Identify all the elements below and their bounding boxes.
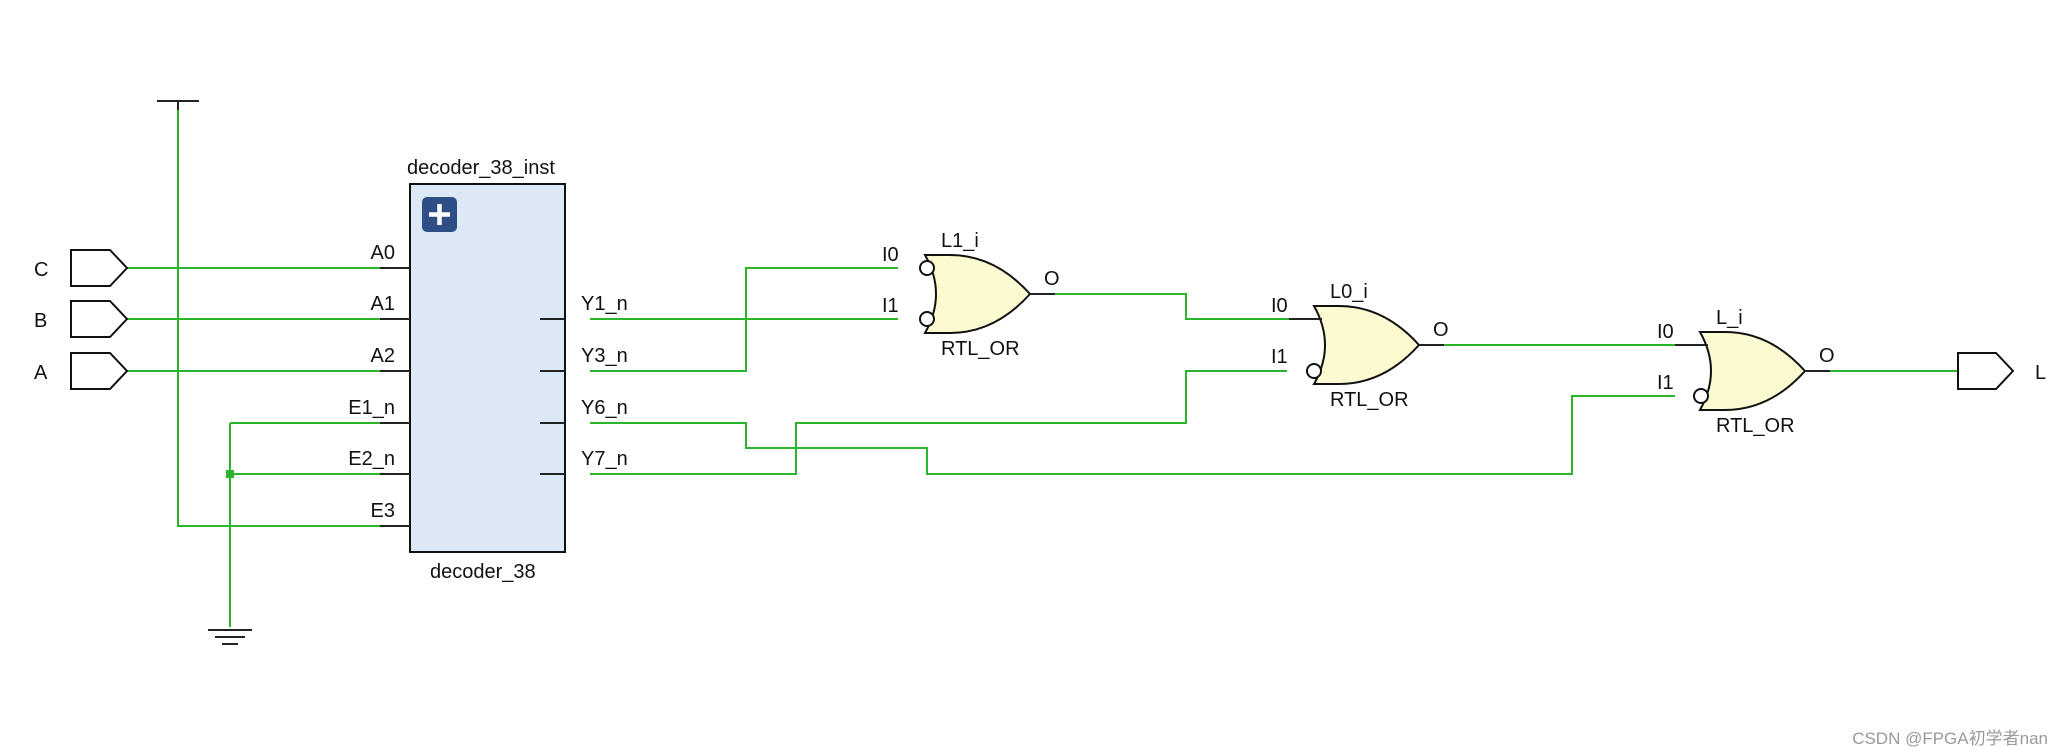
pin-y3-n: Y3_n <box>581 345 628 367</box>
gate-pin-i0: I0 <box>882 244 899 266</box>
wire-gnd-e1-e2[interactable] <box>229 422 393 627</box>
input-port-a[interactable]: A <box>34 352 129 390</box>
pin-a2: A2 <box>371 345 395 367</box>
gate-instance-name: L_i <box>1716 307 1743 329</box>
input-port-b[interactable]: B <box>34 300 129 338</box>
gate-type: RTL_OR <box>1330 389 1409 411</box>
gate-instance-name: L0_i <box>1330 281 1368 303</box>
pin-a1: A1 <box>371 293 395 315</box>
gate-pin-o: O <box>1819 345 1835 367</box>
wire-junction <box>226 470 234 478</box>
wire-l1-l0-i0[interactable] <box>1055 293 1289 320</box>
gate-type: RTL_OR <box>941 338 1020 360</box>
decoder-block[interactable]: decoder_38_inst + decoder_38 A0 A1 A2 E1… <box>0 0 628 583</box>
vcc-symbol <box>157 100 199 110</box>
gate-pin-i0: I0 <box>1271 295 1288 317</box>
watermark-text: CSDN @FPGA初学者nan <box>1852 729 2048 748</box>
gate-pin-i1: I1 <box>1271 346 1288 368</box>
input-port-label: A <box>34 362 48 384</box>
gate-pin-o: O <box>1433 319 1449 341</box>
pin-e2-n: E2_n <box>348 448 395 470</box>
wire-vcc-e3[interactable] <box>177 108 393 527</box>
gate-type: RTL_OR <box>1716 415 1795 437</box>
decoder-instance-name: decoder_38_inst <box>407 157 555 179</box>
decoder-module-name: decoder_38 <box>430 561 536 583</box>
pin-y1-n: Y1_n <box>581 293 628 315</box>
input-port-label: B <box>34 310 47 332</box>
wire-y7-l0-i1[interactable] <box>590 370 1287 475</box>
expand-button[interactable]: + <box>0 0 457 232</box>
input-port-c[interactable]: C <box>34 249 129 287</box>
decoder-output-stubs <box>540 318 565 475</box>
or-gate-l[interactable]: L_i RTL_OR I0 I1 O <box>1657 307 1835 437</box>
output-port-label: L <box>2035 362 2046 384</box>
pin-e3: E3 <box>371 500 395 522</box>
gate-instance-name: L1_i <box>941 230 979 252</box>
input-port-label: C <box>34 259 48 281</box>
wire-y6-l-i1[interactable] <box>590 395 1675 475</box>
pin-a0: A0 <box>371 242 395 264</box>
gate-pin-o: O <box>1044 268 1060 290</box>
gate-pin-i0: I0 <box>1657 321 1674 343</box>
gate-pin-i1: I1 <box>882 295 899 317</box>
gate-pin-i1: I1 <box>1657 372 1674 394</box>
or-gate-l0[interactable]: L0_i RTL_OR I0 I1 O <box>1271 281 1449 411</box>
output-port-l[interactable]: L <box>1957 352 2046 390</box>
pin-y7-n: Y7_n <box>581 448 628 470</box>
ground-symbol <box>208 629 252 645</box>
pin-e1-n: E1_n <box>348 397 395 419</box>
wires <box>127 108 1958 627</box>
or-gate-l1[interactable]: L1_i RTL_OR I0 I1 O <box>882 230 1060 360</box>
pin-y6-n: Y6_n <box>581 397 628 419</box>
decoder-input-stubs <box>380 267 410 527</box>
